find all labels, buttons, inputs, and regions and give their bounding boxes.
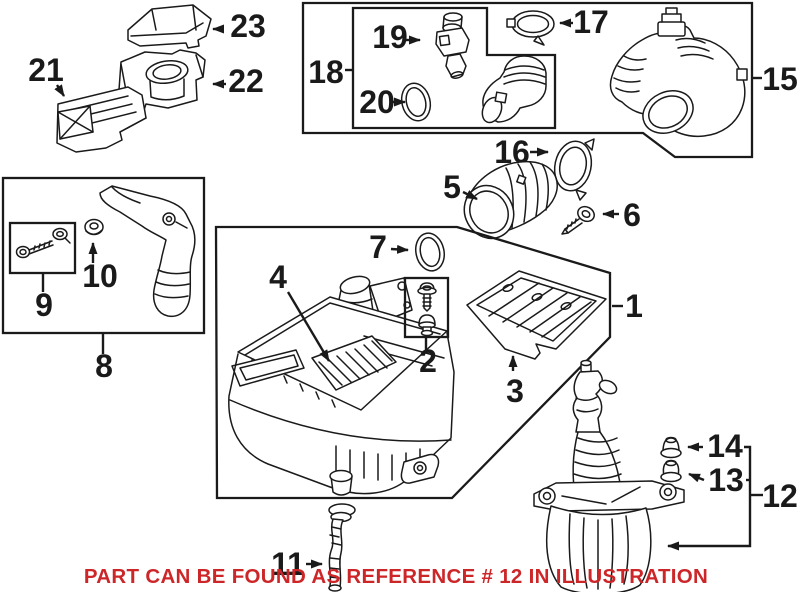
callout-1-label: 1 <box>625 288 643 324</box>
callout-17-label: 17 <box>573 4 609 40</box>
callout-11-label: 11 <box>271 546 305 582</box>
callout-6-label: 6 <box>623 197 641 233</box>
callout-4-label: 4 <box>269 259 287 295</box>
part-group-8-box <box>1 176 206 335</box>
callout-23: 23 <box>212 8 266 44</box>
part-sketch-2 <box>417 282 437 337</box>
part-sketch-9 <box>8 221 77 275</box>
callout-13: 13 <box>688 462 744 498</box>
callout-2: 2 <box>419 337 437 379</box>
callout-14-label: 14 <box>707 428 743 464</box>
callout-9-label: 9 <box>35 287 53 323</box>
reference-caption: PART CAN BE FOUND AS REFERENCE # 12 IN I… <box>84 565 708 588</box>
callout-15: 15 <box>752 61 798 97</box>
callout-10-label: 10 <box>82 258 118 294</box>
part-sketch-11 <box>328 503 356 592</box>
callout-22: 22 <box>212 63 264 99</box>
callout-2-label: 2 <box>419 343 437 379</box>
callout-8-label: 8 <box>95 348 113 384</box>
part-sketch-16 <box>553 138 595 201</box>
part-sketch-21 <box>56 86 147 153</box>
callout-6: 6 <box>602 197 641 233</box>
callout-19: 19 <box>372 19 421 55</box>
callout-5: 5 <box>443 169 478 205</box>
callout-5-label: 5 <box>443 169 461 205</box>
callout-12-label: 12 <box>762 478 798 514</box>
callout-4: 4 <box>269 259 331 362</box>
part-sketch-air-cleaner-assembly <box>228 275 455 496</box>
callout-20: 20 <box>359 84 406 120</box>
box-18 <box>351 6 557 130</box>
callout-21-label: 21 <box>28 52 64 88</box>
callout-18-label: 18 <box>308 54 344 90</box>
part-sketch-6 <box>561 205 595 235</box>
callout-19-label: 19 <box>372 19 408 55</box>
callout-22-label: 22 <box>228 63 264 99</box>
callout-18: 18 <box>308 54 353 90</box>
callout-3: 3 <box>506 355 524 409</box>
part-sketch-10 <box>84 218 104 236</box>
callout-20-label: 20 <box>359 84 395 120</box>
part-sketch-13 <box>660 459 682 483</box>
callout-8: 8 <box>95 333 113 384</box>
callout-17: 17 <box>559 4 609 40</box>
part-sketch-14 <box>660 436 682 459</box>
box-15-17 <box>301 1 754 159</box>
callout-14: 14 <box>687 428 743 464</box>
part-sketch-19 <box>435 12 470 79</box>
callout-23-label: 23 <box>230 8 266 44</box>
callout-13-label: 13 <box>708 462 744 498</box>
part-sketch-18-elbow-hose <box>481 55 547 124</box>
callout-12: 12 <box>667 445 798 551</box>
part-sketch-5 <box>463 160 558 240</box>
callout-11: 11 <box>271 546 323 582</box>
callout-3-label: 3 <box>506 373 524 409</box>
part-sketch-12-resonator <box>533 359 685 592</box>
part-sketch-8 <box>99 185 196 318</box>
callout-7: 7 <box>369 229 409 265</box>
callout-15-label: 15 <box>762 61 798 97</box>
callout-9: 9 <box>35 273 53 323</box>
callout-7-label: 7 <box>369 229 387 265</box>
part-sketch-20 <box>400 82 432 122</box>
box-1 <box>214 225 612 500</box>
part-sketch-7 <box>414 232 446 272</box>
part-sketch-15 <box>609 7 748 138</box>
callout-1: 1 <box>612 288 643 324</box>
callout-10: 10 <box>82 242 118 294</box>
callout-21: 21 <box>28 52 66 97</box>
part-sketch-3 <box>466 270 607 360</box>
part-sketch-17 <box>506 10 555 46</box>
part-sketch-23 <box>127 4 212 49</box>
